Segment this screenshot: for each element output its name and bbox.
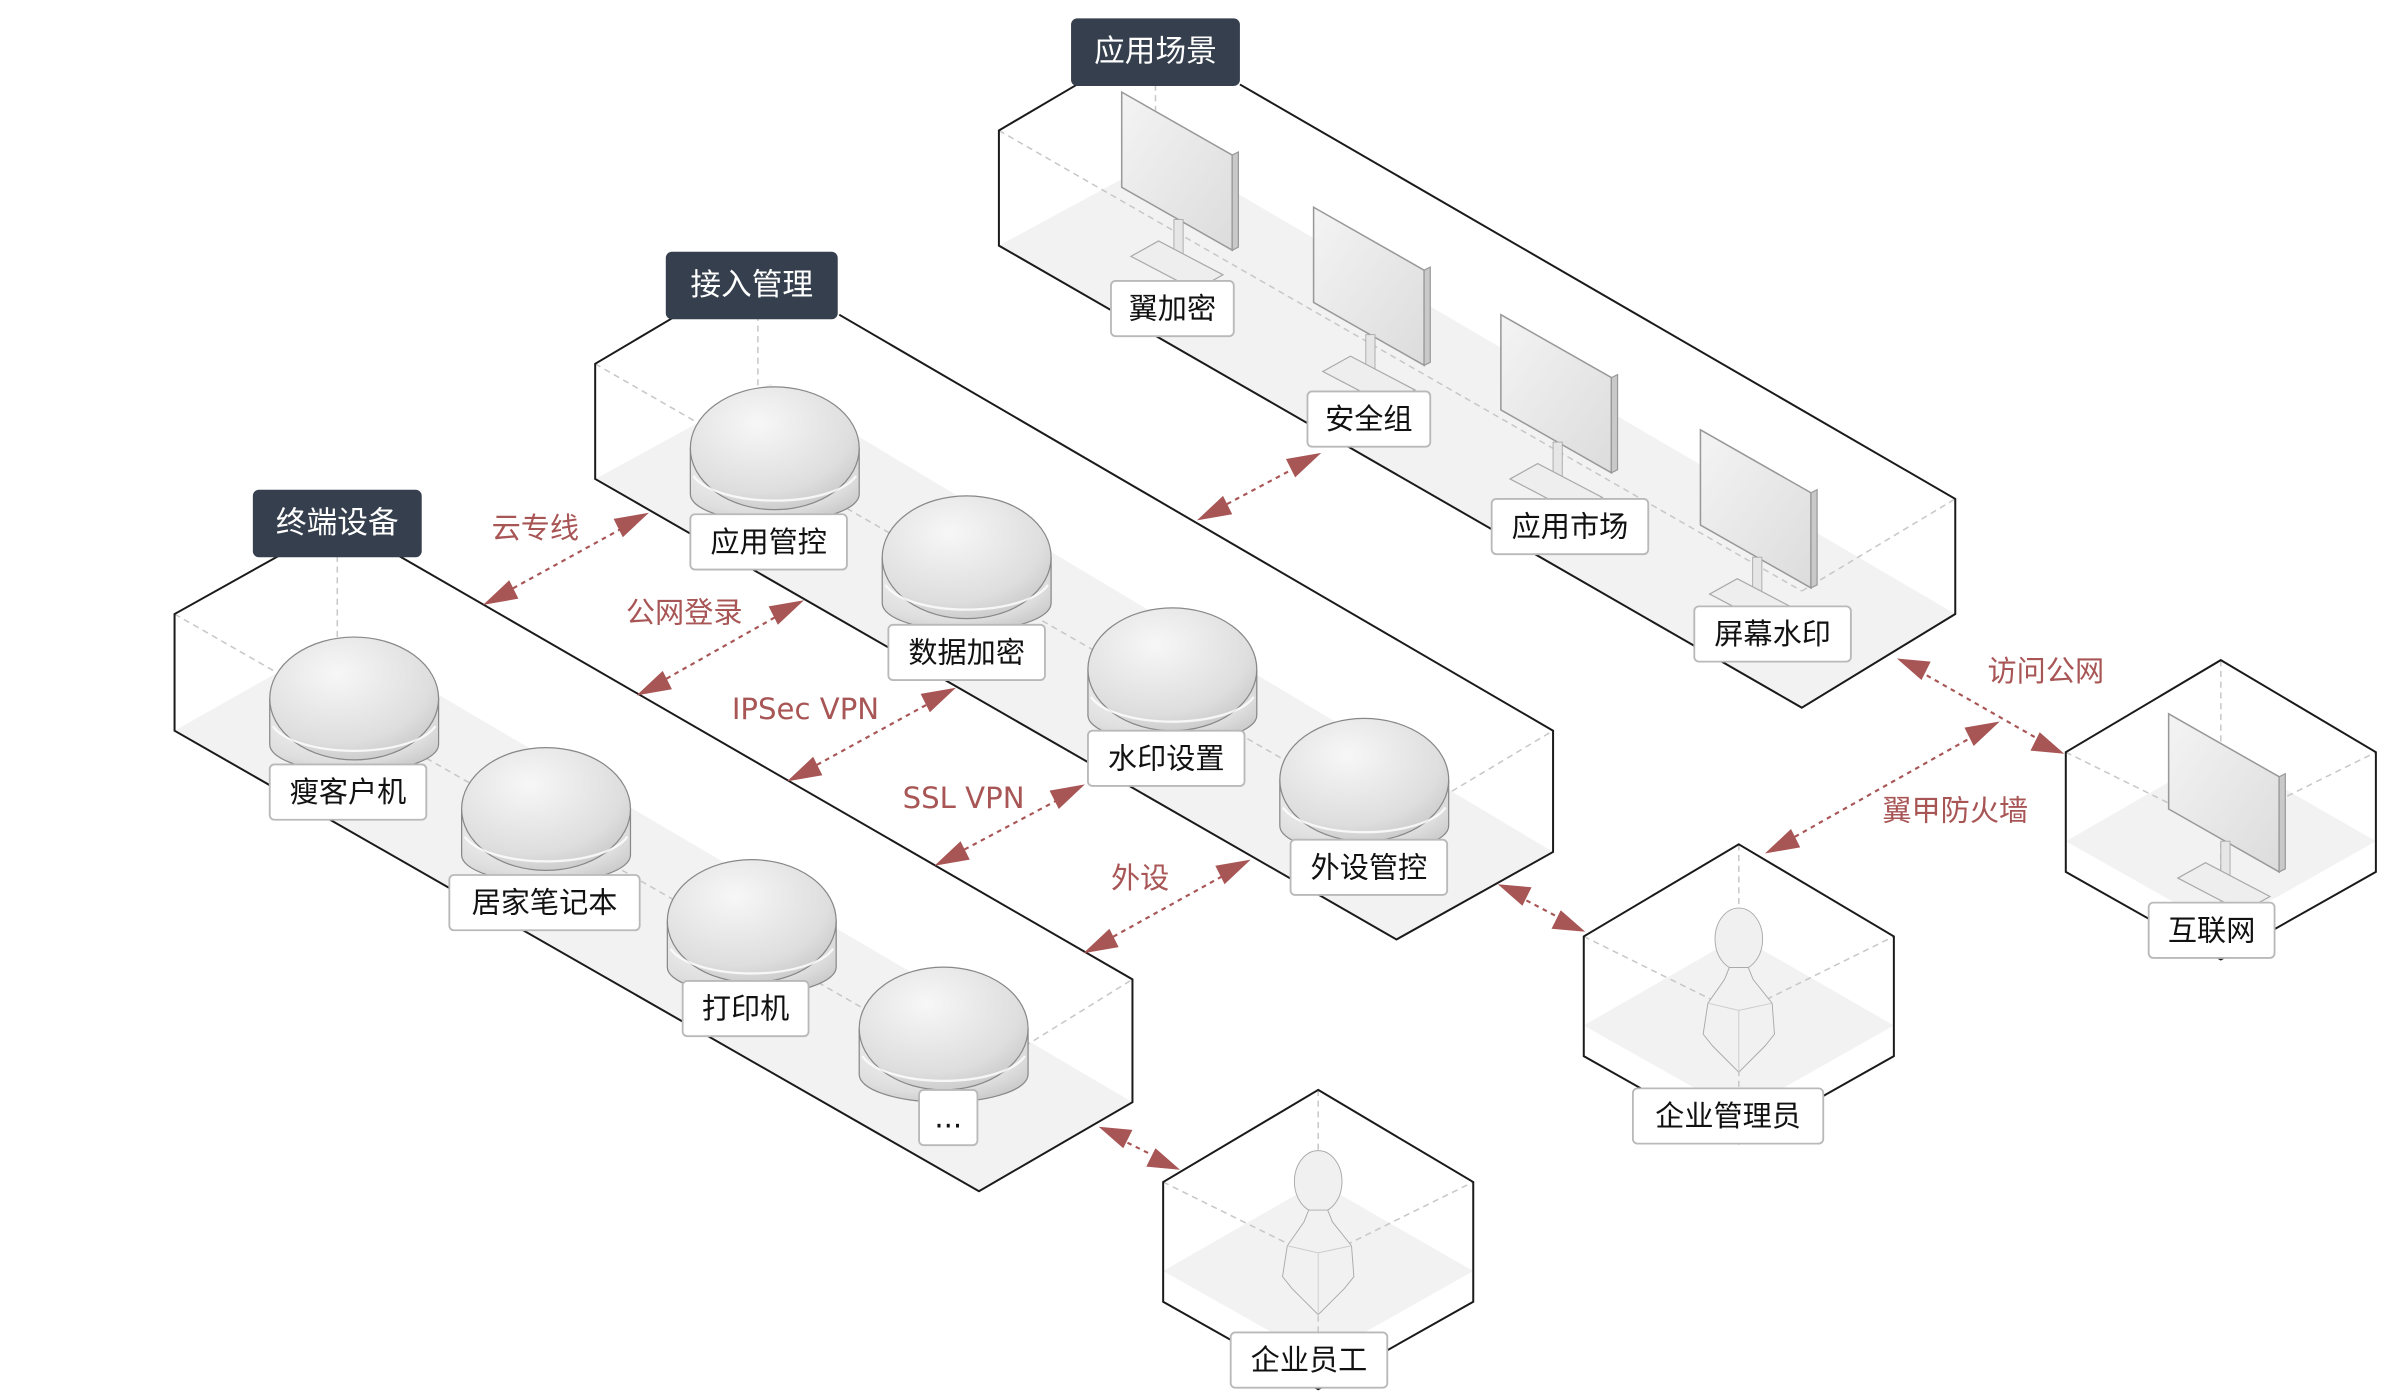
arrow-terminal-employee: [1098, 1126, 1181, 1170]
svg-text:外设管控: 外设管控: [1311, 850, 1428, 884]
arrow-firewall: [1764, 721, 2000, 854]
connection-labels: 云专线 公网登录 IPSec VPN SSL VPN 外设 访问公网 翼甲防火墙: [492, 511, 2105, 895]
arrow-public-access: [1896, 658, 2065, 754]
server-cylinder-icon: [1278, 717, 1450, 854]
server-cylinder-icon: [1086, 606, 1258, 743]
svg-text:水印设置: 水印设置: [1108, 741, 1225, 775]
label-employee[interactable]: 企业员工: [1229, 1331, 1389, 1389]
label-security-group[interactable]: 安全组: [1306, 390, 1432, 448]
label-peripheral-control[interactable]: 外设管控: [1289, 838, 1449, 896]
label-wing-encrypt[interactable]: 翼加密: [1110, 280, 1235, 338]
group-label-apps: 应用场景: [1071, 18, 1240, 86]
svg-text:安全组: 安全组: [1325, 402, 1412, 436]
item-labels: 翼加密 安全组 应用市场 屏幕水印 应用管控 数据加密 水印设置 外设管控 瘦客…: [268, 280, 2276, 1389]
server-cylinder-icon: [689, 385, 861, 522]
label-screen-watermark[interactable]: 屏幕水印: [1693, 605, 1852, 663]
label-watermark-settings[interactable]: 水印设置: [1087, 729, 1246, 787]
label-more[interactable]: ...: [918, 1088, 979, 1147]
svg-text:居家笔记本: 居家笔记本: [472, 886, 618, 920]
svg-text:瘦客户机: 瘦客户机: [290, 775, 407, 809]
svg-text:互联网: 互联网: [2168, 913, 2255, 947]
label-firewall: 翼甲防火墙: [1882, 794, 2028, 828]
arrow-access-admin: [1497, 884, 1586, 932]
group-box-apps: [997, 83, 1957, 709]
device-cylinder-icon: [268, 635, 440, 773]
svg-text:企业员工: 企业员工: [1251, 1343, 1368, 1377]
label-data-encrypt[interactable]: 数据加密: [887, 623, 1046, 681]
arrow-peripheral: [1083, 859, 1251, 954]
server-cylinder-icon: [881, 494, 1053, 631]
label-peripheral: 外设: [1111, 861, 1169, 895]
svg-text:数据加密: 数据加密: [908, 635, 1025, 669]
svg-text:应用管控: 应用管控: [710, 525, 827, 559]
device-cylinder-icon: [460, 746, 632, 883]
label-app-control[interactable]: 应用管控: [689, 513, 848, 571]
label-public-login: 公网登录: [626, 596, 743, 630]
label-printer[interactable]: 打印机: [681, 980, 810, 1038]
group-label-terminal: 终端设备: [252, 489, 422, 558]
arrow-cloud-line: [483, 512, 649, 605]
svg-text:屏幕水印: 屏幕水印: [1714, 617, 1831, 651]
label-thin-client[interactable]: 瘦客户机: [268, 763, 428, 821]
svg-text:应用场景: 应用场景: [1094, 35, 1217, 70]
svg-text:应用市场: 应用市场: [1512, 510, 1629, 544]
label-public-access: 访问公网: [1988, 654, 2105, 688]
svg-text:打印机: 打印机: [702, 992, 789, 1026]
svg-text:接入管理: 接入管理: [690, 268, 813, 303]
connectors: [483, 452, 2065, 1170]
svg-text:终端设备: 终端设备: [276, 506, 399, 541]
label-admin[interactable]: 企业管理员: [1631, 1087, 1825, 1145]
label-internet[interactable]: 互联网: [2147, 901, 2276, 959]
arrow-apps-access: [1196, 452, 1322, 521]
label-ssl-vpn: SSL VPN: [903, 781, 1025, 815]
arrow-ipsec: [787, 687, 956, 782]
label-cloud-line: 云专线: [492, 511, 579, 545]
device-cylinder-icon: [666, 858, 838, 995]
arrow-public-login: [636, 600, 804, 696]
label-ipsec-vpn: IPSec VPN: [732, 692, 879, 726]
label-app-market[interactable]: 应用市场: [1490, 497, 1650, 556]
svg-text:翼加密: 翼加密: [1129, 292, 1216, 326]
device-cylinder-icon: [858, 965, 1030, 1103]
label-home-laptop[interactable]: 居家笔记本: [448, 874, 641, 932]
arrow-ssl: [934, 784, 1085, 866]
svg-text:企业管理员: 企业管理员: [1655, 1099, 1801, 1133]
group-label-access: 接入管理: [665, 251, 838, 320]
svg-text:...: ...: [934, 1101, 962, 1135]
